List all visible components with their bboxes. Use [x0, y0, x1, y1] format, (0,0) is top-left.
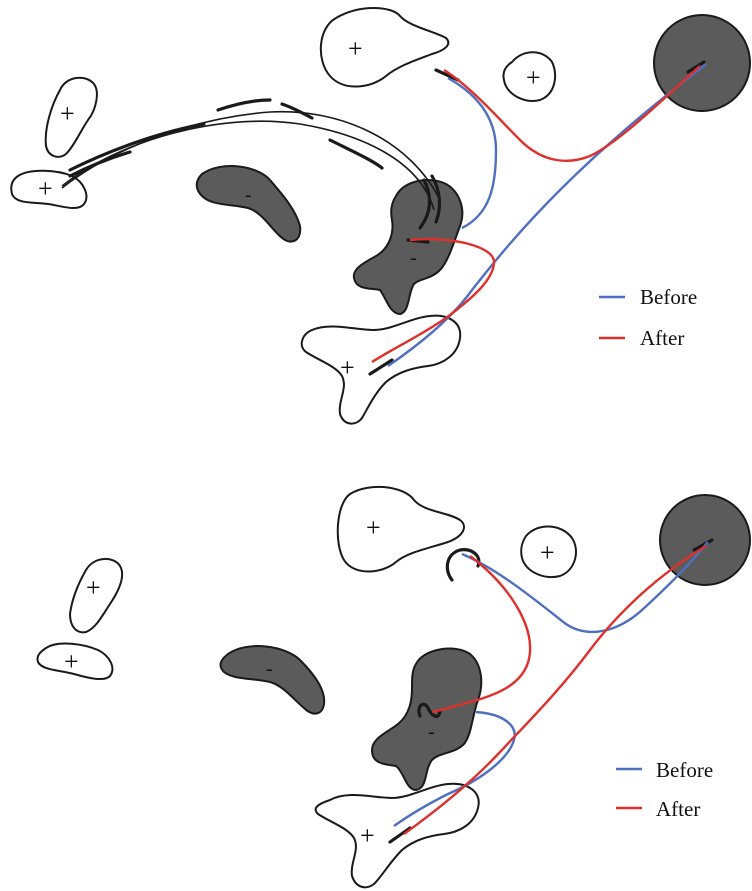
- positive-sign: +: [526, 63, 541, 92]
- negative-circle: [660, 495, 750, 585]
- bottom-panel: + + + + - - +: [37, 487, 750, 887]
- positive-sign: +: [360, 821, 375, 850]
- negative-sign: -: [266, 658, 273, 680]
- positive-sign: +: [86, 573, 101, 602]
- positive-sign: +: [366, 513, 381, 542]
- positive-sign: +: [64, 647, 79, 676]
- legend: Before After: [616, 758, 713, 821]
- negative-sign: -: [410, 247, 417, 269]
- positive-blob: [302, 316, 460, 424]
- legend-after-label: After: [656, 797, 700, 821]
- legend-before-label: Before: [656, 758, 713, 782]
- strand-segment: [330, 140, 382, 168]
- positive-sign: +: [348, 34, 363, 63]
- positive-sign: +: [38, 174, 53, 203]
- negative-sign: -: [245, 184, 252, 206]
- positive-sign: +: [540, 538, 555, 567]
- negative-blob: [354, 180, 463, 314]
- top-panel: + + + + - - +: [11, 8, 750, 424]
- positive-blob: [321, 8, 449, 87]
- legend-after-label: After: [640, 326, 684, 350]
- positive-sign: +: [340, 353, 355, 382]
- negative-blob: [372, 649, 481, 790]
- negative-sign: -: [428, 721, 435, 743]
- legend: Before After: [599, 285, 697, 350]
- strand-segment: [218, 100, 270, 110]
- positive-sign: +: [60, 99, 75, 128]
- legend-before-label: Before: [640, 285, 697, 309]
- positive-blob: [338, 487, 464, 572]
